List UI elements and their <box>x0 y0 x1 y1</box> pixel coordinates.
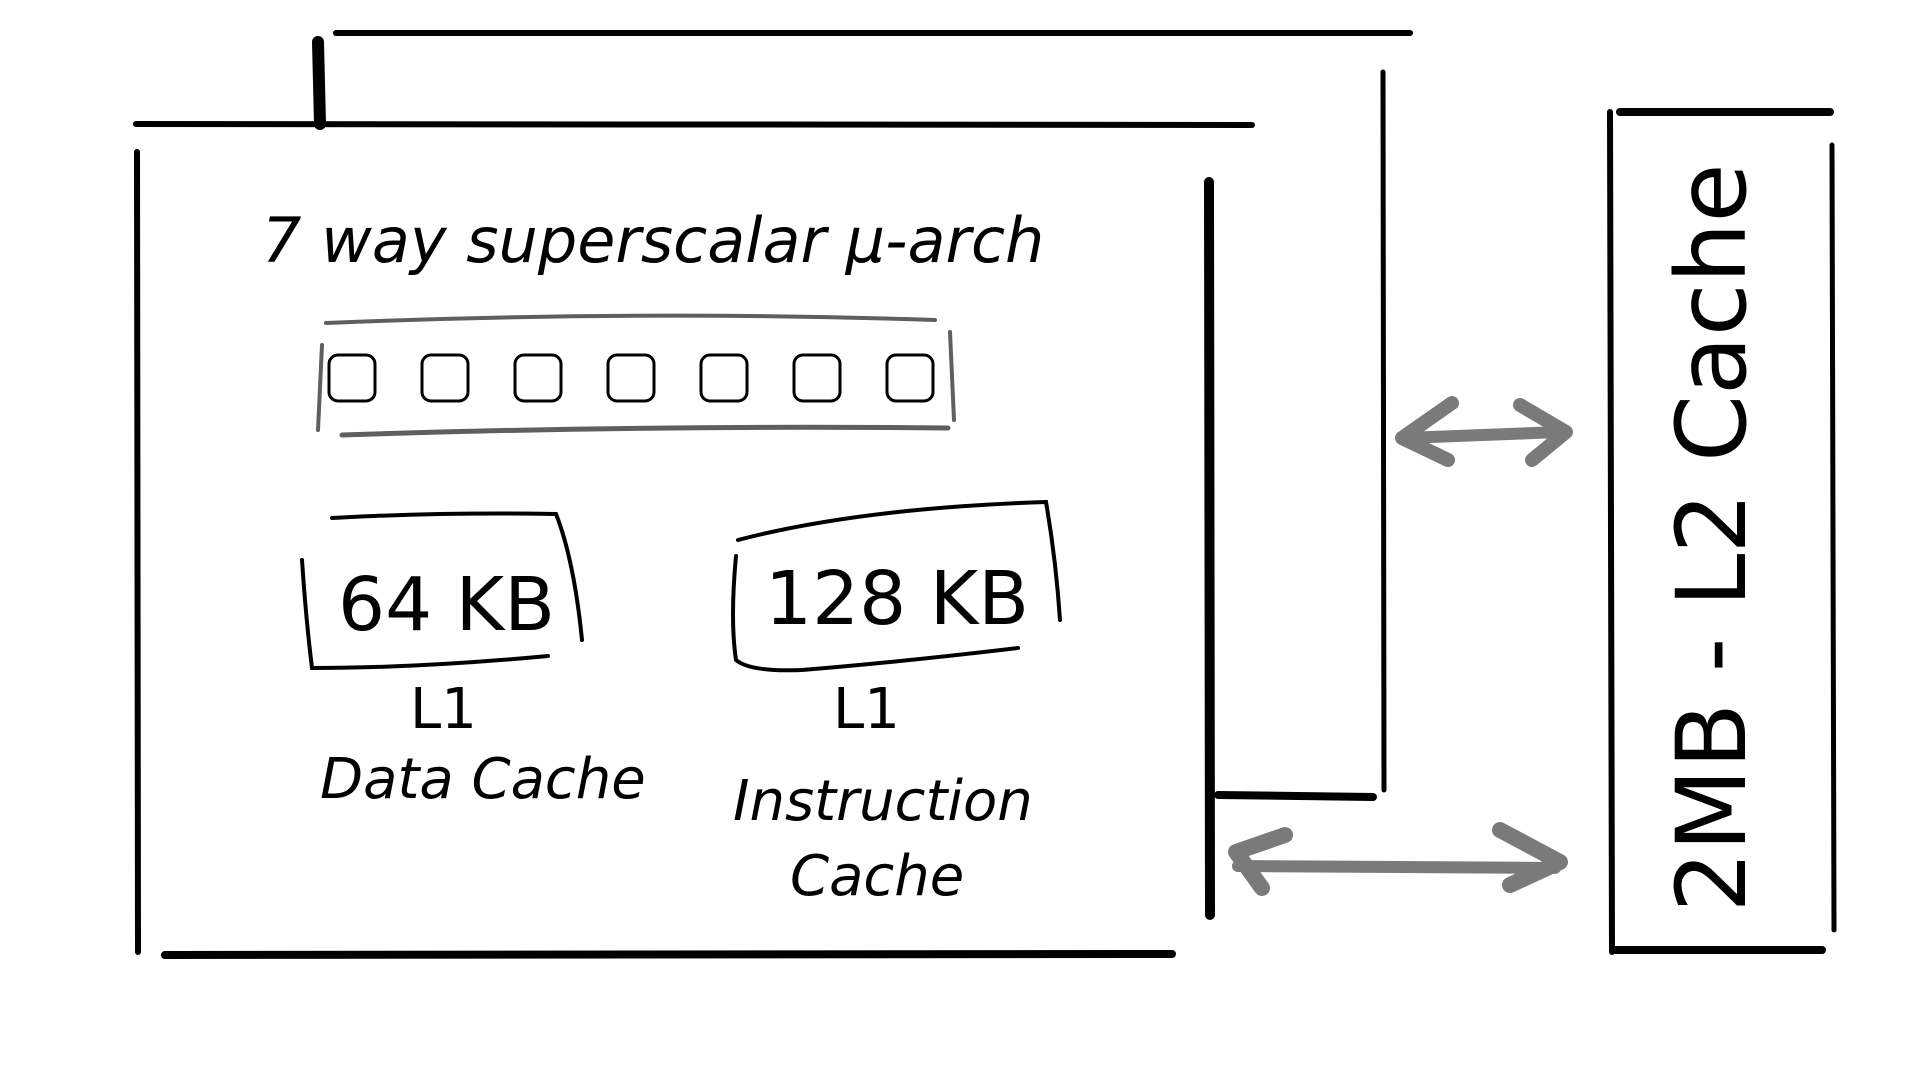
pipeline-slot <box>327 353 377 403</box>
pipeline-slot <box>792 353 842 403</box>
l2-box-left-edge <box>1607 109 1615 955</box>
bus-arrow-upper <box>1395 396 1573 467</box>
pipeline-slot <box>699 353 749 403</box>
l2-cache: 2MB - L2 Cache <box>1607 108 1837 955</box>
l1-data-name: Data Cache <box>320 747 646 812</box>
pipeline-bar <box>316 313 956 438</box>
bus-arrow-upper-right-head <box>1513 398 1573 467</box>
front-core-top-edge <box>133 121 1255 128</box>
bus-arrow-lower-right-head <box>1492 822 1568 893</box>
front-core-bottom-edge <box>161 950 1176 959</box>
front-core-right-edge <box>1204 177 1215 920</box>
pipeline-slots <box>327 353 935 403</box>
pipeline-slot <box>885 353 935 403</box>
l1-instruction-box-top-right <box>736 499 1062 622</box>
l1-instruction-name-line1: Instruction <box>733 769 1033 834</box>
back-core-frame <box>312 30 1413 801</box>
pipeline-slot <box>513 353 563 403</box>
l1-instruction-name-line2: Cache <box>790 844 964 909</box>
bus-arrow-lower <box>1228 822 1568 896</box>
pipeline-right-edge <box>948 330 956 422</box>
pipeline-left-edge <box>316 343 324 432</box>
front-core-left-edge <box>134 149 141 955</box>
pipeline-bottom-edge <box>339 424 951 438</box>
core-title: 7 way superscalar μ-arch <box>262 204 1044 277</box>
l2-box-right-edge <box>1829 142 1837 933</box>
back-core-left-stub <box>312 36 326 130</box>
back-core-bottom-stub <box>1214 791 1377 801</box>
l1-data-box-top-right <box>330 511 584 642</box>
bus-arrow-upper-left-head <box>1395 396 1459 467</box>
back-core-right-edge <box>1380 69 1387 793</box>
bus-arrow-lower-left-head <box>1228 827 1293 896</box>
pipeline-slot <box>420 353 470 403</box>
l1-instruction-cache: 128 KB L1 Instruction Cache <box>731 499 1062 909</box>
l1-data-level: L1 <box>410 677 477 742</box>
l1-data-box-left-bottom <box>300 558 550 671</box>
l1-instruction-box-left-bottom <box>731 554 1020 673</box>
pipeline-slot <box>606 353 656 403</box>
l1-instruction-level: L1 <box>833 677 900 742</box>
l1-instruction-size: 128 KB <box>765 556 1029 642</box>
front-core-frame <box>133 121 1255 959</box>
bus-arrow-lower-shaft <box>1232 860 1561 874</box>
l1-data-cache: 64 KB L1 Data Cache <box>300 511 646 812</box>
l1-data-size: 64 KB <box>338 562 555 648</box>
bus-arrow-upper-shaft <box>1399 426 1566 444</box>
pipeline-top-edge <box>324 313 937 325</box>
l2-label: 2MB - L2 Cache <box>1656 163 1768 912</box>
